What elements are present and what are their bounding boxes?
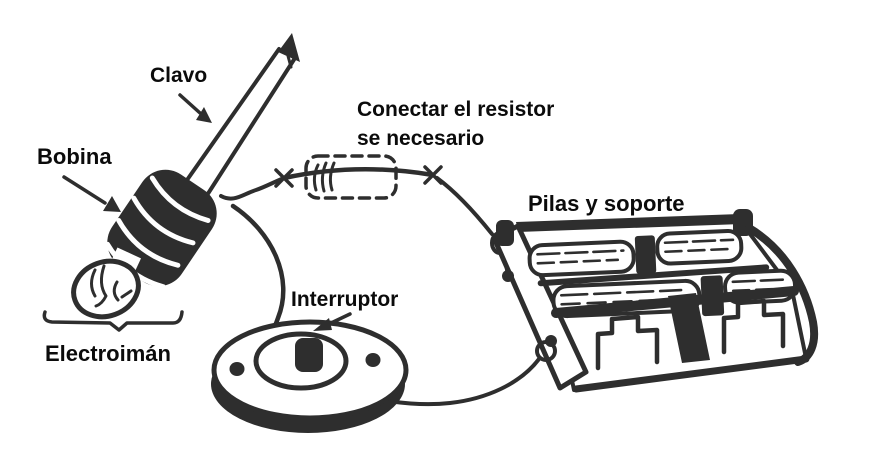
electroiman-label: Electroimán xyxy=(45,341,171,366)
resistor-note-line1: Conectar el resistor xyxy=(357,98,555,121)
resistor-dashed-box xyxy=(304,154,398,200)
holder-back-rail xyxy=(516,214,742,232)
nail-illustration xyxy=(178,33,300,205)
nail-head-illustration xyxy=(71,258,141,320)
bobina-label: Bobina xyxy=(37,144,112,169)
spring-contacts xyxy=(595,293,786,371)
nail-tip xyxy=(278,33,300,62)
switch-button xyxy=(295,338,323,372)
interruptor-label: Interruptor xyxy=(291,288,399,311)
clavo-label: Clavo xyxy=(150,64,208,87)
interruptor-arrow xyxy=(313,312,352,331)
battery-holder-illustration xyxy=(491,209,819,393)
terminal-upper xyxy=(502,270,514,282)
coil-illustration xyxy=(105,169,217,290)
switch-illustration xyxy=(211,319,409,433)
resistor-note: Conectar el resistor se necesario xyxy=(357,95,554,153)
pilas-label: Pilas y soporte xyxy=(528,191,685,216)
top-wire xyxy=(219,165,443,201)
junction-x-left xyxy=(274,168,294,188)
base-bracket xyxy=(42,310,184,332)
bobina-arrow xyxy=(62,175,121,212)
resistor-note-line2: se necesario xyxy=(357,127,485,150)
clavo-arrow xyxy=(178,93,212,123)
